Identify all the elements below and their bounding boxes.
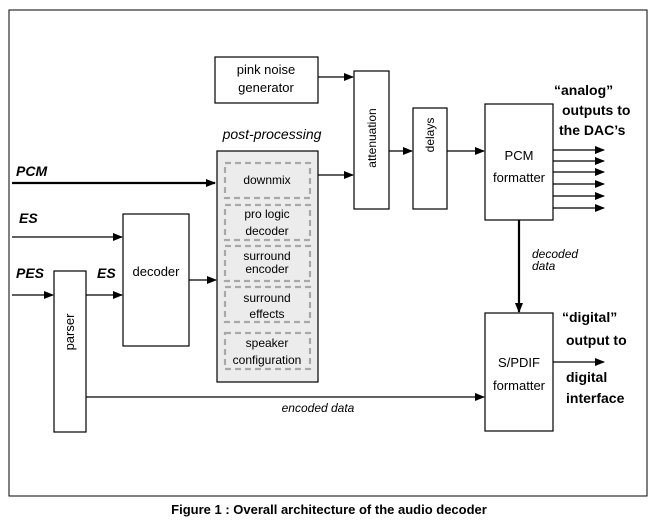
surround-encoder-label-1: surround [243, 249, 290, 263]
figure-caption: Figure 1 : Overall architecture of the a… [171, 502, 487, 517]
post-processing-item-surround-effects: surround effects [223, 285, 312, 324]
surround-effects-label-1: surround [243, 291, 290, 305]
digital-label-4: interface [566, 390, 625, 406]
outer-frame [8, 9, 648, 497]
delays-label: delays [423, 118, 437, 153]
attenuation-block [353, 70, 390, 210]
analog-label-2: outputs to [562, 102, 630, 118]
pcm-input-label: PCM [16, 163, 47, 179]
spdif-label-1: S/PDIF [498, 355, 540, 370]
pink-noise-generator-block [214, 56, 319, 104]
post-processing-item-pro-logic: pro logic decoder [223, 203, 312, 242]
decoder-label: decoder [133, 264, 181, 279]
attenuation-label: attenuation [365, 108, 379, 167]
analog-label-1: “analog” [554, 82, 613, 98]
encoded-data-label: encoded data [282, 401, 355, 415]
digital-label-3: digital [566, 369, 607, 385]
decoded-data-label-2: data [532, 259, 556, 273]
es-input-label: ES [19, 210, 38, 226]
pink-noise-label-1: pink noise [237, 62, 296, 77]
parser-block [53, 270, 87, 433]
surround-effects-label-2: effects [249, 307, 284, 321]
pcm-formatter-label-2: formatter [493, 170, 546, 185]
es-parser-output-label: ES [97, 265, 116, 281]
delays-block [412, 107, 448, 210]
connections [12, 73, 605, 401]
digital-label-2: output to [566, 332, 627, 348]
surround-encoder-label-2: encoder [245, 262, 288, 276]
post-processing-title: post-processing [222, 126, 322, 142]
post-processing-item-downmix: downmix [223, 161, 312, 200]
digital-label-1: “digital” [562, 309, 617, 325]
decoder-block [122, 213, 190, 347]
pes-input-label: PES [16, 265, 45, 281]
pink-noise-label-2: generator [238, 80, 294, 95]
post-processing-item-speaker-config: speaker configuration [223, 331, 312, 371]
speaker-config-label-2: configuration [233, 353, 302, 367]
downmix-label: downmix [243, 173, 290, 187]
parser-label: parser [62, 313, 77, 351]
pro-logic-label-1: pro logic [244, 207, 289, 221]
decoded-data-label-1: decoded [532, 247, 578, 261]
analog-label-3: the DAC’s [559, 122, 626, 138]
spdif-formatter-block [484, 312, 554, 432]
post-processing-block [216, 150, 319, 383]
spdif-label-2: formatter [493, 378, 546, 393]
post-processing-item-surround-encoder: surround encoder [223, 244, 312, 283]
speaker-config-label-1: speaker [246, 336, 289, 350]
pro-logic-label-2: decoder [245, 224, 288, 238]
pcm-formatter-label-1: PCM [505, 148, 534, 163]
